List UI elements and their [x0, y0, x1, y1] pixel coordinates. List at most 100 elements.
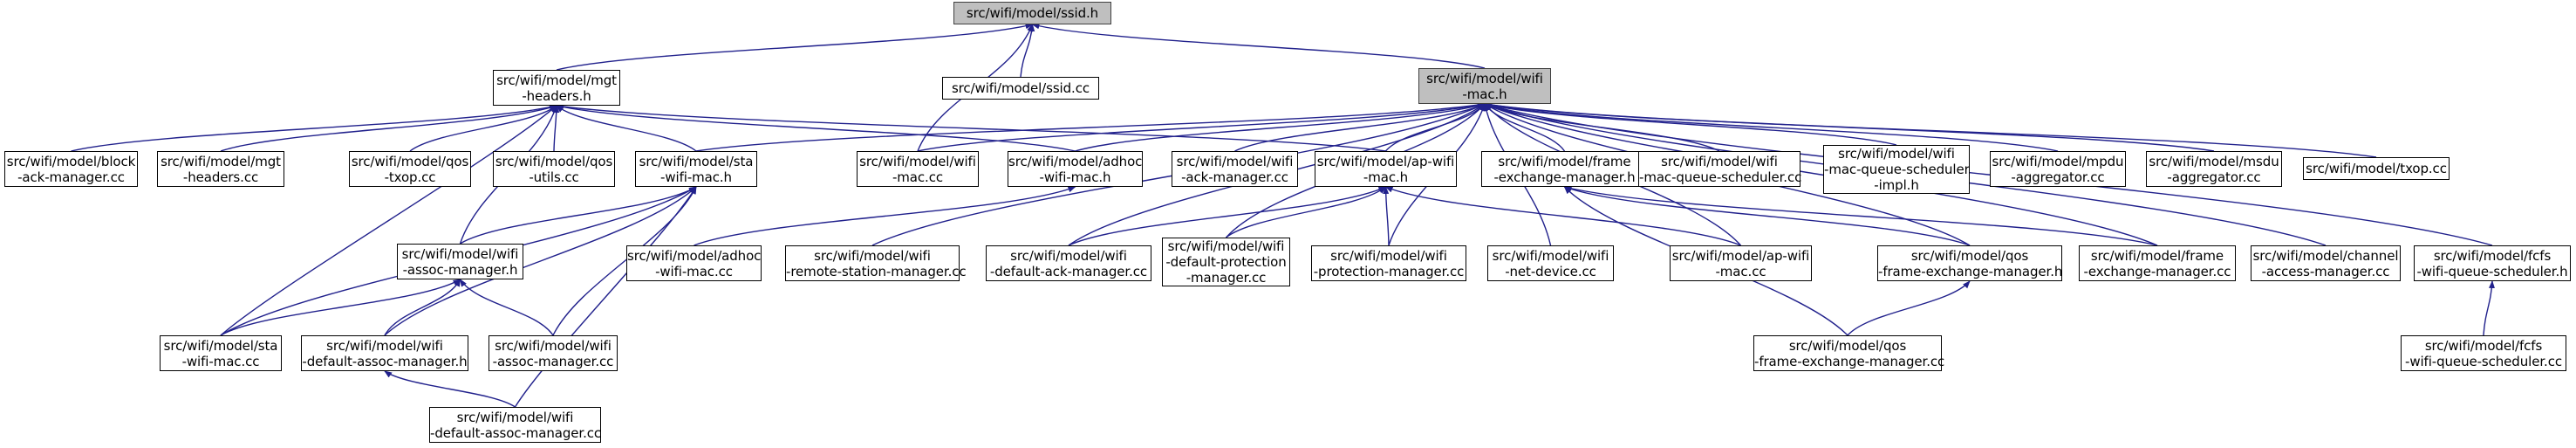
graph-node-def_ack_cc[interactable]: src/wifi/model/wifi-default-ack-manager.… — [986, 245, 1151, 281]
graph-node-label: src/wifi/model/wifi — [495, 337, 612, 354]
graph-node-def_prot_cc[interactable]: src/wifi/model/wifi-default-protection-m… — [1162, 238, 1290, 286]
graph-node-label: src/wifi/model/wifi — [456, 409, 574, 425]
graph-edge-qos_fem_cc-to-qos_fem_h — [1847, 280, 1971, 336]
graph-edge-mgt_cc-to-mgt_h — [220, 105, 557, 152]
graph-edge-ap_wifi_mac_h-to-mgt_h — [556, 103, 1386, 152]
graph-node-label: src/wifi/model/wifi — [1010, 247, 1127, 264]
graph-edge-block_ack_cc-to-mgt_h — [71, 104, 557, 152]
graph-edge-fem_cc-to-fem_h — [1563, 185, 2158, 246]
graph-node-label: src/wifi/model/fcfs — [2433, 247, 2552, 264]
graph-node-label: -default-ack-manager.cc — [989, 263, 1148, 279]
graph-node-label: -wifi-queue-scheduler.h — [2416, 263, 2568, 279]
graph-node-fcfs_h[interactable]: src/wifi/model/fcfs-wifi-queue-scheduler… — [2414, 245, 2571, 281]
graph-node-def_assoc_cc[interactable]: src/wifi/model/wifi-default-assoc-manage… — [429, 407, 601, 443]
graph-edge-mqs_cc-to-wifimac_h — [1484, 103, 1720, 152]
graph-node-ssid_cc[interactable]: src/wifi/model/ssid.cc — [942, 77, 1099, 100]
graph-edge-prot_mgr_cc-to-ap_wifi_mac_h — [1383, 186, 1390, 246]
graph-node-label: src/wifi/model/block — [6, 153, 136, 169]
graph-node-label: src/wifi/model/wifi — [814, 247, 931, 264]
graph-node-adhoc_cc[interactable]: src/wifi/model/adhoc-wifi-mac.cc — [626, 245, 762, 281]
graph-node-assoc_mgr_cc[interactable]: src/wifi/model/wifi-assoc-manager.cc — [489, 335, 618, 371]
graph-node-label: -mac.cc — [1715, 263, 1766, 279]
graph-node-label: src/wifi/model/wifi — [326, 337, 443, 354]
graph-node-ssid_h[interactable]: src/wifi/model/ssid.h — [953, 2, 1111, 24]
graph-edge-def_assoc_h-to-assoc_mgr_h — [384, 279, 461, 336]
graph-node-qos_fem_h[interactable]: src/wifi/model/qos-frame-exchange-manage… — [1877, 245, 2062, 281]
graph-node-label: -exchange-manager.cc — [2083, 263, 2231, 279]
graph-edge-fem_h-to-wifimac_h — [1484, 103, 1566, 152]
graph-edge-adhoc_cc-to-adhoc_h — [694, 186, 1076, 246]
graph-node-fem_cc[interactable]: src/wifi/model/frame-exchange-manager.cc — [2079, 245, 2236, 281]
graph-edge-def_assoc_cc-to-sta_wifi_mac_h — [514, 186, 697, 408]
graph-edge-def_prot_cc-to-ap_wifi_mac_h — [1226, 186, 1387, 238]
graph-node-fcfs_cc[interactable]: src/wifi/model/fcfs-wifi-queue-scheduler… — [2401, 335, 2566, 371]
graph-node-label: src/wifi/model/qos — [1910, 247, 2029, 264]
graph-node-msdu_agg_cc[interactable]: src/wifi/model/msdu-aggregator.cc — [2146, 151, 2282, 187]
graph-node-label: src/wifi/model/ap-wifi — [1316, 153, 1455, 169]
graph-node-wifimac_h[interactable]: src/wifi/model/wifi-mac.h — [1418, 68, 1551, 104]
graph-node-label: src/wifi/model/sta — [163, 337, 278, 354]
graph-node-ap_wifi_mac_h[interactable]: src/wifi/model/ap-wifi-mac.h — [1315, 151, 1457, 187]
graph-node-qos_fem_cc[interactable]: src/wifi/model/qos-frame-exchange-manage… — [1753, 335, 1944, 371]
graph-node-label: -headers.cc — [182, 169, 259, 185]
graph-node-ap_mac_cc[interactable]: src/wifi/model/ap-wifi-mac.cc — [1670, 245, 1812, 281]
graph-node-label: src/wifi/model/wifi — [401, 245, 519, 262]
graph-edge-ap_wifi_mac_h-to-wifimac_h — [1384, 103, 1486, 152]
graph-node-label: -default-assoc-manager.cc — [430, 424, 602, 441]
graph-node-label: src/wifi/model/qos — [351, 153, 469, 169]
graph-node-label: src/wifi/model/wifi — [1838, 146, 1955, 162]
graph-edge-def_assoc_cc-to-def_assoc_h — [384, 370, 516, 408]
graph-node-ack_mgr_cc[interactable]: src/wifi/model/wifi-ack-manager.cc — [1172, 151, 1298, 187]
graph-node-txop_cc[interactable]: src/wifi/model/txop.cc — [2303, 157, 2450, 180]
graph-node-net_dev_cc[interactable]: src/wifi/model/wifi-net-device.cc — [1487, 245, 1614, 281]
graph-node-qos_utils_cc[interactable]: src/wifi/model/qos-utils.cc — [493, 151, 615, 187]
graph-node-sta_wifi_mac_h[interactable]: src/wifi/model/sta-wifi-mac.h — [635, 151, 757, 187]
graph-edge-sta_mac_cc-to-assoc_mgr_h — [220, 279, 461, 336]
graph-node-mgt_cc[interactable]: src/wifi/model/mgt-headers.cc — [157, 151, 284, 187]
graph-node-qos_txop_cc[interactable]: src/wifi/model/qos-txop.cc — [349, 151, 471, 187]
graph-edge-qos_txop_cc-to-mgt_h — [409, 105, 557, 152]
graph-node-block_ack_cc[interactable]: src/wifi/model/block-ack-manager.cc — [4, 151, 138, 187]
graph-edge-ssid_cc-to-ssid_h — [1020, 24, 1035, 78]
graph-edge-adhoc_h-to-wifimac_h — [1075, 102, 1486, 152]
graph-node-label: src/wifi/model/frame — [2090, 247, 2224, 264]
graph-node-label: src/wifi/model/sta — [639, 153, 754, 169]
graph-node-fem_h[interactable]: src/wifi/model/frame-exchange-manager.h — [1481, 151, 1648, 187]
graph-node-sta_mac_cc[interactable]: src/wifi/model/sta-wifi-mac.cc — [160, 335, 282, 371]
graph-node-label: src/wifi/model/ssid.h — [966, 5, 1099, 21]
graph-node-adhoc_h[interactable]: src/wifi/model/adhoc-wifi-mac.h — [1008, 151, 1143, 187]
graph-node-def_assoc_h[interactable]: src/wifi/model/wifi-default-assoc-manage… — [301, 335, 468, 371]
graph-node-label: src/wifi/model/adhoc — [627, 247, 762, 264]
graph-node-label: src/wifi/model/mpdu — [1992, 153, 2124, 169]
graph-edge-adhoc_h-to-mgt_h — [556, 104, 1076, 152]
graph-node-mqs_cc[interactable]: src/wifi/model/wifi-mac-queue-scheduler.… — [1638, 151, 1801, 187]
graph-node-label: -ack-manager.cc — [17, 169, 125, 185]
graph-edge-wifi_mac_cc-to-wifimac_h — [917, 102, 1486, 152]
graph-edge-wifimac_h-to-ssid_h — [1031, 23, 1486, 69]
graph-edge-sta_mac_cc-to-mgt_h — [220, 105, 557, 336]
graph-node-label: src/wifi/model/wifi — [1426, 70, 1543, 86]
graph-node-wifi_mac_cc[interactable]: src/wifi/model/wifi-mac.cc — [857, 151, 979, 187]
graph-node-mqs_impl_h[interactable]: src/wifi/model/wifi-mac-queue-scheduler-… — [1823, 145, 1970, 194]
graph-node-label: src/wifi/model/mgt — [161, 153, 281, 169]
graph-node-label: -headers.h — [522, 87, 591, 104]
graph-node-label: src/wifi/model/fcfs — [2424, 337, 2543, 354]
graph-node-label: -mac.h — [1363, 169, 1409, 185]
graph-node-label: src/wifi/model/ap-wifi — [1671, 247, 1810, 264]
graph-edge-assoc_mgr_h-to-sta_wifi_mac_h — [460, 186, 697, 245]
graph-node-label: src/wifi/model/frame — [1498, 153, 1631, 169]
graph-node-label: src/wifi/model/txop.cc — [2306, 161, 2447, 176]
graph-node-label: -txop.cc — [384, 169, 436, 185]
graph-node-prot_mgr_cc[interactable]: src/wifi/model/wifi-protection-manager.c… — [1311, 245, 1466, 281]
graph-node-mpdu_agg_cc[interactable]: src/wifi/model/mpdu-aggregator.cc — [1990, 151, 2126, 187]
graph-node-label: -aggregator.cc — [2011, 169, 2105, 185]
graph-node-cam_cc[interactable]: src/wifi/model/channel-access-manager.cc — [2251, 245, 2401, 281]
graph-node-label: src/wifi/model/ssid.cc — [951, 80, 1090, 96]
graph-edge-ap_mac_cc-to-ap_wifi_mac_h — [1384, 186, 1741, 246]
graph-node-rsm_cc[interactable]: src/wifi/model/wifi-remote-station-manag… — [785, 245, 967, 281]
graph-node-label: -mac.h — [1462, 86, 1507, 102]
graph-node-label: -wifi-mac.cc — [655, 263, 733, 279]
graph-node-assoc_mgr_h[interactable]: src/wifi/model/wifi-assoc-manager.h — [397, 244, 523, 279]
graph-node-mgt_h[interactable]: src/wifi/model/mgt-headers.h — [493, 70, 620, 106]
